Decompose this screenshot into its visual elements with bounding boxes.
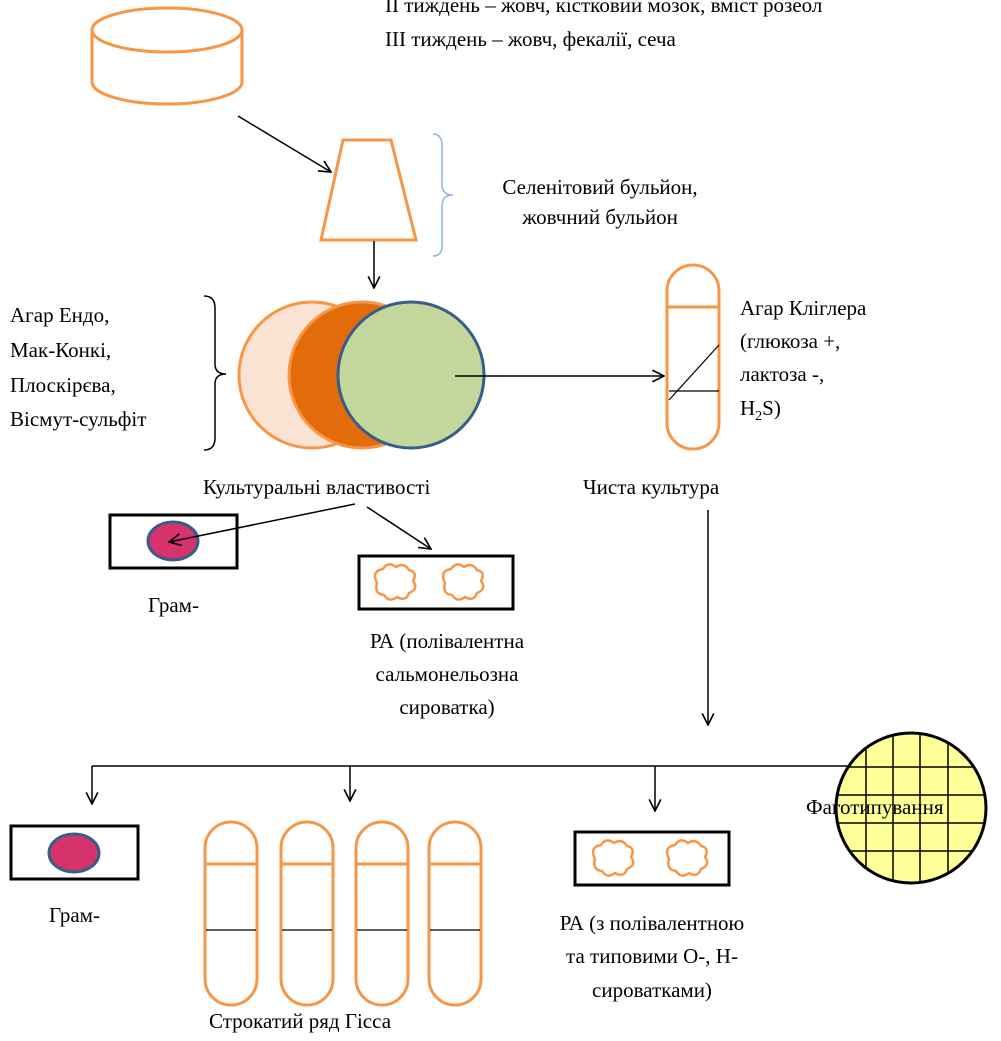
ra-top-label-1: РА (полівалентна	[369, 629, 525, 653]
kligler-label-4: H2S)	[740, 395, 781, 430]
ra-top-label-3: сироватка)	[399, 695, 495, 719]
header-line-week2: ІІ тиждень – жовч, кістковий мозок, вміс…	[385, 0, 823, 17]
arrow-to-ra-top	[366, 506, 431, 549]
phage-typing-label: Фаготипування	[806, 795, 944, 819]
arrow-to-flask	[237, 115, 331, 172]
enrichment-label-1: Селенітовий бульйон,	[502, 175, 698, 199]
enrichment-brace	[432, 133, 454, 257]
ra-bottom-label-1: РА (з полівалентною	[559, 911, 745, 935]
ra-bottom-label-2: та типовими О-, Н-	[566, 944, 738, 968]
distribution-branches	[92, 765, 911, 811]
sample-cylinder-icon	[90, 6, 244, 106]
kligler-subscript: 2	[755, 409, 763, 425]
gram-bottom-label: Грам-	[49, 903, 100, 927]
phage-typing-dish-icon	[834, 731, 988, 885]
media-label-4: Вісмут-сульфіт	[10, 407, 147, 431]
enrichment-flask-icon	[319, 138, 418, 242]
ra-bottom-label-3: сироватками)	[592, 978, 712, 1002]
agglutination-slide-bottom-icon	[573, 830, 731, 887]
kligler-label-1: Агар Кліглера	[740, 296, 867, 320]
kligler-h: H	[740, 396, 756, 420]
pure-culture-label: Чиста культура	[583, 475, 720, 499]
media-brace	[203, 295, 227, 451]
kligler-label-3: лактоза -,	[740, 362, 825, 386]
media-label-2: Мак-Конкі,	[10, 338, 112, 362]
petri-dishes-icon	[237, 300, 486, 450]
ra-top-label-2: сальмонельозна	[375, 662, 519, 686]
hiss-series-label: Строкатий ряд Гісса	[209, 1009, 392, 1033]
arrow-to-gram-top	[169, 503, 356, 542]
agglutination-slide-top-icon	[357, 554, 515, 611]
media-label-1: Агар Ендо,	[10, 303, 110, 327]
gram-smear-bottom-icon	[9, 824, 140, 881]
header-line-week3: ІІІ тиждень – жовч, фекалії, сеча	[385, 27, 676, 51]
media-label-3: Плоскірєва,	[10, 373, 116, 397]
kligler-tube-icon	[665, 263, 721, 451]
kligler-s: S)	[762, 396, 781, 420]
hiss-tubes-icon	[203, 820, 483, 1007]
enrichment-label-2: жовчний бульйон	[522, 205, 678, 229]
gram-top-label: Грам-	[148, 593, 199, 617]
cultural-properties-label: Культуральні властивості	[203, 475, 431, 499]
kligler-label-2: (глюкоза +,	[740, 329, 841, 353]
